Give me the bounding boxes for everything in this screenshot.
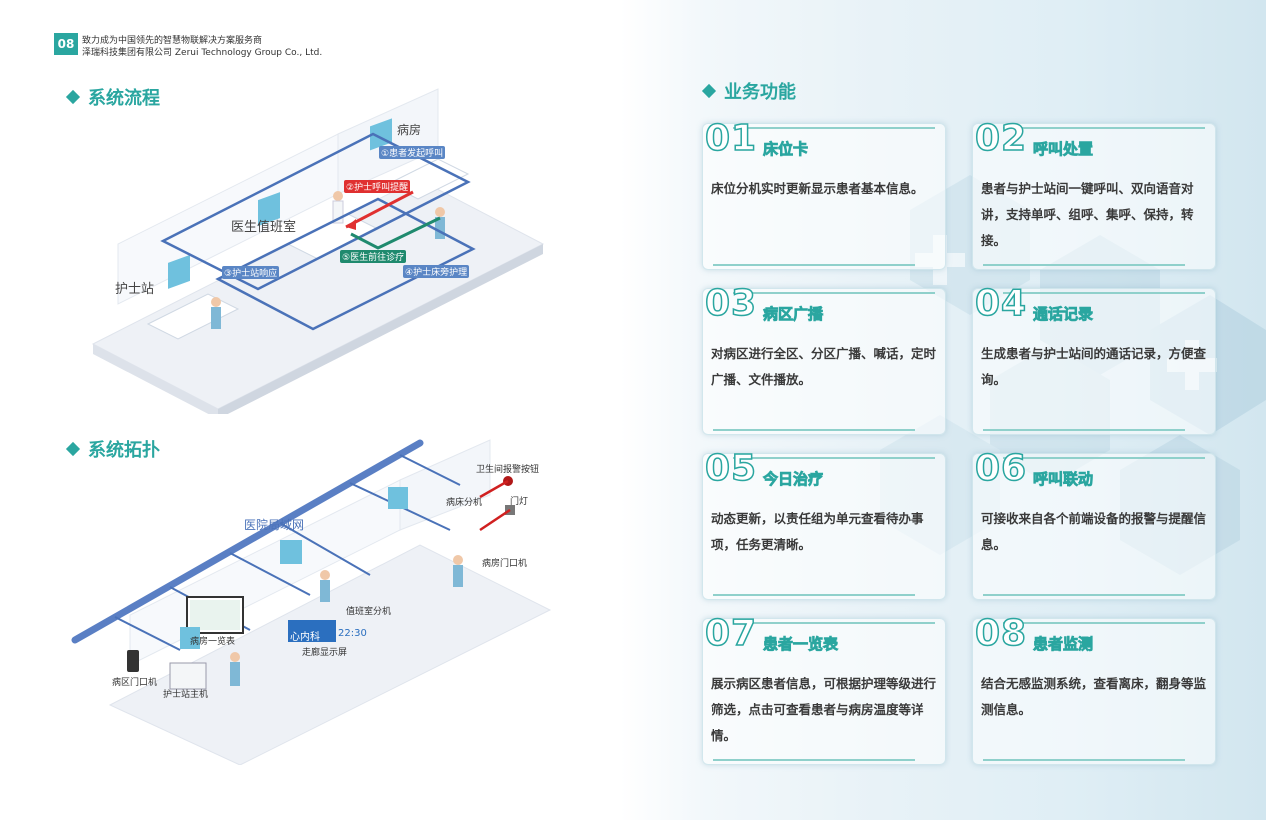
topology-section-title: 系统拓扑 (65, 436, 160, 462)
card-number: 01 (704, 117, 758, 160)
header-company: 泽瑞科技集团有限公司 Zerui Technology Group Co., L… (82, 48, 323, 58)
card-number: 02 (974, 117, 1028, 160)
card-bottom-line (983, 429, 1185, 431)
card-top-line (1003, 622, 1205, 624)
card-title: 患者一览表 (763, 635, 839, 654)
card-description: 展示病区患者信息，可根据护理等级进行筛选，点击可查看患者与病房温度等详情。 (711, 676, 937, 743)
topo-label-room-door: 病房门口机 (482, 559, 528, 569)
card-top-line (733, 457, 935, 459)
topo-label-nurse-host: 护士站主机 (163, 690, 209, 700)
diamond-icon (701, 83, 717, 99)
topo-label-ward-list: 病房一览表 (190, 637, 236, 647)
card-description: 床位分机实时更新显示患者基本信息。 (711, 181, 924, 196)
card-title: 呼叫处置 (1033, 140, 1094, 159)
topo-label-door-light: 门灯 (510, 497, 529, 507)
topo-label-network: 医院局域网 (244, 518, 305, 532)
card-bottom-line (713, 429, 915, 431)
card-bottom-line (983, 759, 1185, 761)
card-bottom-line (713, 264, 915, 266)
card-description: 结合无感监测系统，查看离床，翻身等监测信息。 (981, 676, 1207, 717)
card-number: 06 (974, 447, 1028, 490)
flow-step-2: ②护士呼叫提醒 (344, 180, 411, 193)
page-number-badge: 08 (54, 33, 78, 55)
flow-step-5: ⑤医生前往诊疗 (340, 250, 407, 263)
card-title: 患者监测 (1033, 635, 1094, 654)
topo-screen-time: 22:30 (338, 628, 367, 639)
card-bottom-line (983, 594, 1185, 596)
business-section-title: 业务功能 (701, 78, 796, 104)
topo-label-bed-terminal: 病床分机 (446, 498, 483, 508)
card-description: 动态更新，以责任组为单元查看待办事项，任务更清晰。 (711, 511, 924, 552)
flow-diagram (91, 88, 545, 414)
card-top-line (1003, 457, 1205, 459)
topo-label-ward-door: 病区门口机 (112, 678, 158, 688)
card-bottom-line (983, 264, 1185, 266)
flow-section-title: 系统流程 (65, 84, 160, 110)
function-card-02: 02 呼叫处置 患者与护士站间一键呼叫、双向语音对讲，支持单呼、组呼、集呼、保持… (972, 117, 1216, 270)
card-description: 可接收来自各个前端设备的报警与提醒信息。 (981, 511, 1207, 552)
card-description: 对病区进行全区、分区广播、喊话，定时广播、文件播放。 (711, 346, 937, 387)
flow-label-doctor-room: 医生值班室 (231, 220, 297, 235)
function-card-03: 03 病区广播 对病区进行全区、分区广播、喊话，定时广播、文件播放。 (702, 282, 946, 435)
card-number: 07 (704, 612, 758, 655)
card-number: 05 (704, 447, 758, 490)
flow-label-nurse-station: 护士站 (115, 282, 155, 297)
card-description: 生成患者与护士站间的通话记录，方便查询。 (981, 346, 1207, 387)
topo-label-corridor-screen: 走廊显示屏 (302, 648, 348, 658)
card-title: 呼叫联动 (1033, 470, 1094, 489)
card-number: 03 (704, 282, 758, 325)
card-title: 病区广播 (763, 305, 824, 324)
topology-diagram (71, 439, 552, 765)
topo-label-bathroom-button: 卫生间报警按钮 (476, 465, 540, 475)
flow-step-1: ①患者发起呼叫 (379, 146, 446, 159)
header-slogan: 致力成为中国领先的智慧物联解决方案服务商 (82, 36, 263, 46)
function-card-07: 07 患者一览表 展示病区患者信息，可根据护理等级进行筛选，点击可查看患者与病房… (702, 612, 946, 765)
card-top-line (733, 292, 935, 294)
function-card-01: 01 床位卡 床位分机实时更新显示患者基本信息。 (702, 117, 946, 270)
card-title: 通话记录 (1033, 305, 1094, 324)
flow-step-3: ③护士站响应 (222, 266, 280, 279)
card-description: 患者与护士站间一键呼叫、双向语音对讲，支持单呼、组呼、集呼、保持，转接。 (981, 181, 1194, 248)
function-card-08: 08 患者监测 结合无感监测系统，查看离床，翻身等监测信息。 (972, 612, 1216, 765)
flow-label-ward: 病房 (397, 123, 422, 137)
card-bottom-line (713, 594, 915, 596)
topo-label-duty-terminal: 值班室分机 (346, 607, 392, 617)
diamond-icon (65, 89, 81, 105)
flow-step-4: ④护士床旁护理 (403, 265, 470, 278)
card-top-line (733, 127, 935, 129)
topo-screen-dept: 心内科 (290, 632, 320, 643)
card-number: 04 (974, 282, 1028, 325)
card-title: 今日治疗 (763, 470, 824, 489)
card-title: 床位卡 (763, 140, 809, 159)
card-top-line (733, 622, 935, 624)
card-number: 08 (974, 612, 1028, 655)
card-bottom-line (713, 759, 915, 761)
function-card-04: 04 通话记录 生成患者与护士站间的通话记录，方便查询。 (972, 282, 1216, 435)
function-card-06: 06 呼叫联动 可接收来自各个前端设备的报警与提醒信息。 (972, 447, 1216, 600)
function-card-05: 05 今日治疗 动态更新，以责任组为单元查看待办事项，任务更清晰。 (702, 447, 946, 600)
card-top-line (1003, 292, 1205, 294)
card-top-line (1003, 127, 1205, 129)
